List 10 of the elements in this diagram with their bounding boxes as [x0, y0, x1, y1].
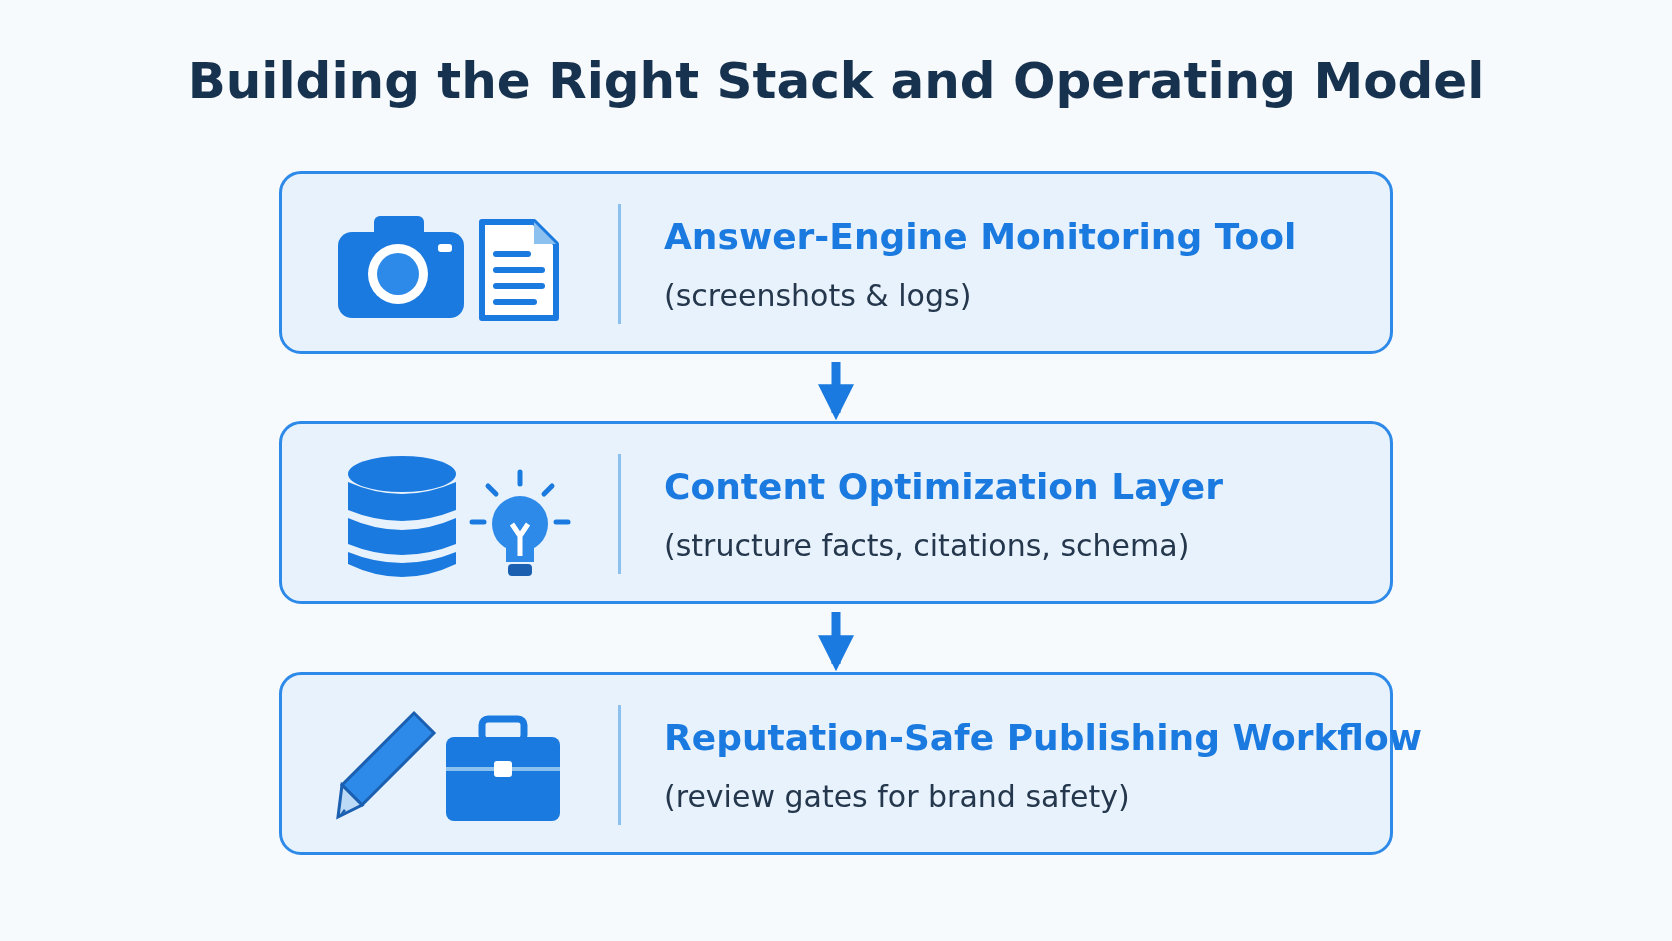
title: Building the Right Stack and Operating Model: [186, 52, 1486, 110]
step-description: (review gates for brand safety): [664, 779, 1130, 814]
step-description: (structure facts, citations, schema): [664, 528, 1190, 563]
step-title: Answer-Engine Monitoring Tool: [664, 216, 1297, 257]
arrow: [818, 362, 854, 421]
step-box: [279, 171, 1393, 354]
step-description: (screenshots & logs): [664, 278, 972, 313]
arrow: [818, 612, 854, 672]
step-box: [279, 421, 1393, 604]
step-title: Content Optimization Layer: [664, 466, 1223, 507]
